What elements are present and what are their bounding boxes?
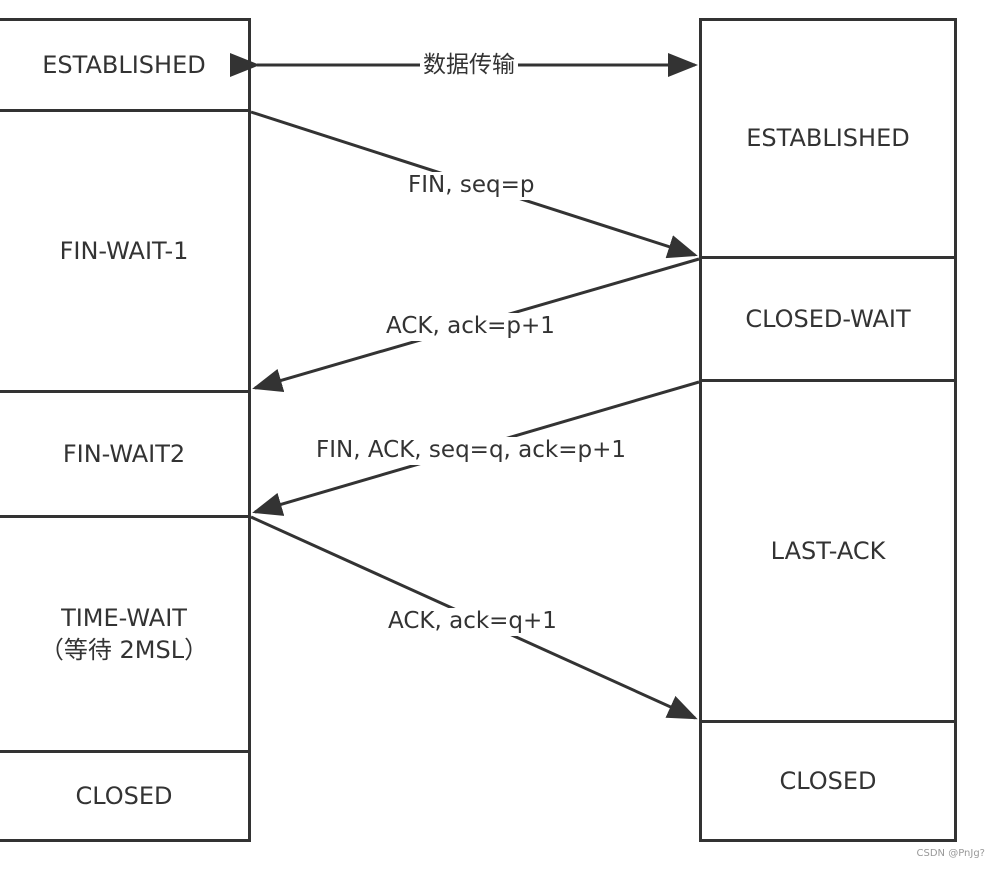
fin1-label: FIN, seq=p [405, 172, 538, 200]
ack1-label: ACK, ack=p+1 [383, 313, 558, 341]
server-divider-1 [699, 256, 957, 259]
server-state-established: ESTABLISHED [746, 124, 910, 153]
server-state-closed: CLOSED [779, 766, 877, 795]
client-divider-3 [0, 515, 251, 518]
fin2-label: FIN, ACK, seq=q, ack=p+1 [313, 437, 629, 465]
client-state-established: ESTABLISHED [42, 50, 206, 79]
client-divider-4 [0, 750, 251, 753]
client-state-fin-wait2: FIN-WAIT2 [62, 439, 186, 468]
server-column [699, 18, 957, 842]
client-divider-1 [0, 109, 251, 112]
server-state-last-ack: LAST-ACK [770, 536, 886, 565]
client-state-time-wait: TIME-WAIT （等待 2MSL） [39, 603, 209, 664]
data-transfer-label: 数据传输 [420, 52, 518, 80]
watermark: CSDN @PnJg? [916, 848, 986, 859]
server-divider-3 [699, 720, 957, 723]
server-state-closed-wait: CLOSED-WAIT [745, 304, 911, 333]
client-divider-2 [0, 390, 251, 393]
server-divider-2 [699, 379, 957, 382]
ack2-label: ACK, ack=q+1 [385, 608, 560, 636]
client-state-closed: CLOSED [75, 781, 173, 810]
client-state-fin-wait-1: FIN-WAIT-1 [59, 236, 189, 265]
client-column [0, 18, 251, 842]
